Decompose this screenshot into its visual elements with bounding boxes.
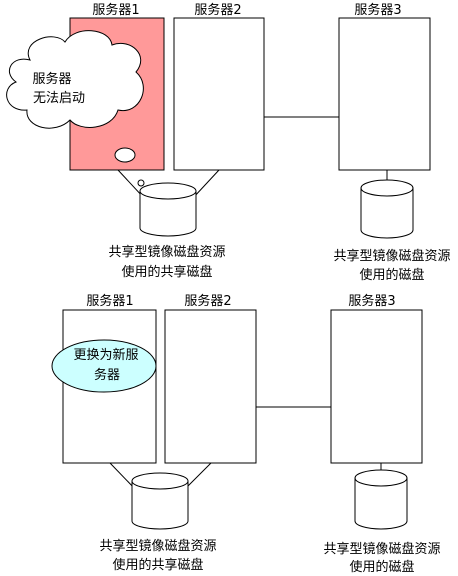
bottom-server3-label: 服务器3: [348, 293, 395, 309]
top-shared-disk-icon: [139, 182, 197, 237]
bottom-callout-text-line1: 更换为新服: [73, 347, 138, 363]
bottom-replace-server-callout: [51, 339, 157, 393]
top-server3-label: 服务器3: [354, 2, 401, 18]
bottom-server3-disk-icon: [354, 469, 408, 530]
top-cloud-text-line2: 无法启动: [33, 91, 85, 106]
bottom-shared-disk-caption-line1: 共享型镜像磁盘资源: [99, 538, 216, 554]
top-server2-box: [173, 17, 265, 171]
bottom-server2-box: [164, 309, 257, 464]
top-failure-cloud: [6, 30, 145, 187]
top-server3-disk-caption-line1: 共享型镜像磁盘资源: [333, 248, 450, 264]
bottom-server3-disk-caption-line2: 使用的磁盘: [349, 559, 414, 575]
bottom-server3-disk-caption-line1: 共享型镜像磁盘资源: [323, 541, 440, 557]
top-server3-disk-caption-line2: 使用的磁盘: [359, 267, 424, 283]
bottom-shared-disk-icon: [131, 472, 189, 530]
top-server2-label: 服务器2: [194, 2, 241, 18]
bottom-server1-label: 服务器1: [86, 293, 133, 309]
bottom-callout-text-line2: 务器: [94, 367, 120, 383]
top-cloud-text-line1: 服务器: [32, 71, 71, 87]
top-server3-box: [338, 17, 431, 171]
top-server3-disk-icon: [360, 179, 414, 239]
bottom-server2-label: 服务器2: [184, 293, 231, 309]
top-scenario: 服务器1 服务器2 服务器3 服务器 无法启动: [6, 2, 451, 283]
top-server1-label: 服务器1: [92, 2, 139, 18]
top-shared-disk-caption-line1: 共享型镜像磁盘资源: [108, 244, 225, 260]
bottom-shared-disk-caption-line2: 使用的共享磁盘: [112, 557, 203, 573]
bottom-server3-box: [330, 309, 423, 464]
bottom-scenario: 服务器1 服务器2 服务器3 更换为新服 务器 共享型镜像磁盘资源 使用的共享磁: [51, 293, 441, 575]
top-server2-disk-line: [192, 169, 220, 199]
top-shared-disk-caption-line2: 使用的共享磁盘: [121, 264, 212, 280]
